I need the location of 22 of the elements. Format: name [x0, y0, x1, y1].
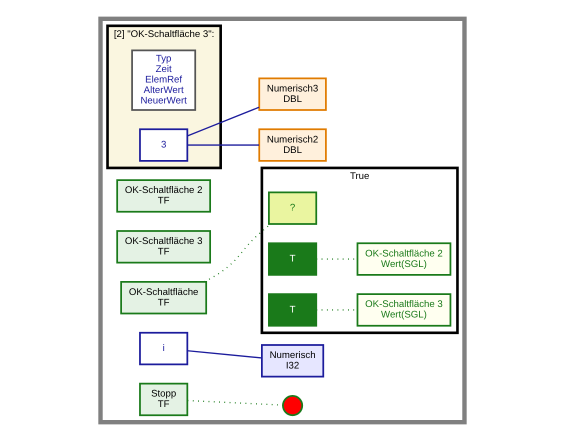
node-box: i: [139, 332, 188, 366]
node-box: OK-Schaltfläche 2 Wert(SGL): [356, 242, 452, 276]
node-box: OK-Schaltfläche TF: [120, 281, 208, 314]
node-box: T: [268, 242, 318, 276]
cluster: [98, 16, 467, 424]
node-box: Typ Zeit ElemRef AlterWert NeuerWert: [131, 49, 196, 111]
node-circle: [282, 395, 304, 416]
node-box: Stopp TF: [139, 382, 188, 416]
connector: [204, 224, 271, 282]
node-box: OK-Schaltfläche 3 Wert(SGL): [356, 293, 452, 327]
node-box: OK-Schaltfläche 3 TF: [116, 230, 212, 264]
connector: [188, 144, 260, 146]
connector: [187, 106, 260, 136]
node-box: ?: [268, 192, 318, 225]
node-box: Numerisch3 DBL: [258, 78, 327, 111]
node-box: T: [268, 293, 318, 327]
connector: [188, 350, 262, 359]
node-box: 3: [139, 128, 188, 162]
connector: [188, 400, 283, 406]
node-box: OK-Schaltfläche 2 TF: [116, 179, 212, 213]
node-box: Numerisch I32: [261, 344, 324, 378]
node-box: Numerisch2 DBL: [258, 128, 327, 162]
